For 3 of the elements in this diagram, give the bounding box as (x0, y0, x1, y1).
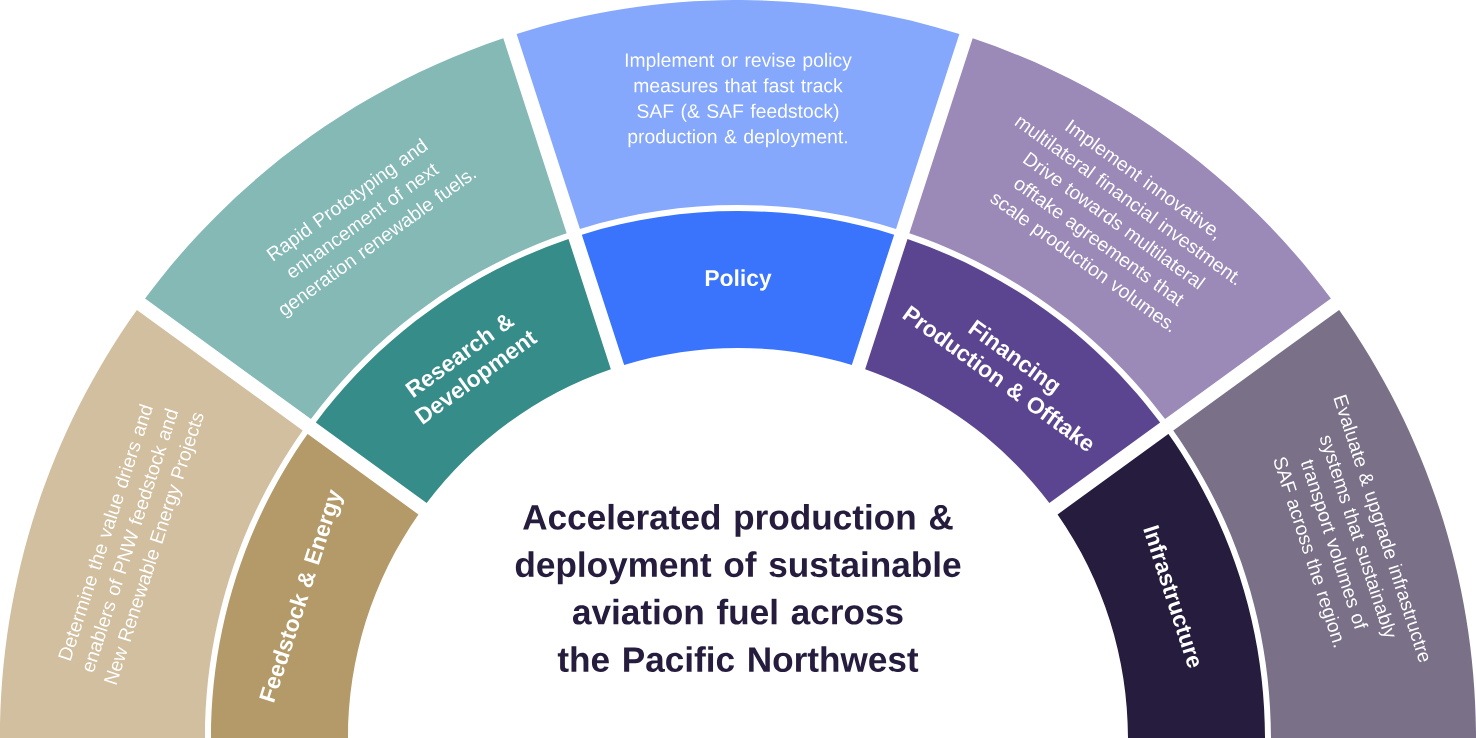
center-statement: Accelerated production & deployment of sustainable aviation fuel across the Pacific Northwest (515, 503, 961, 673)
category-segment: Policy (581, 211, 895, 365)
description-segment: Implement or revise policy measures that fast track SAF (& SAF feedstock) production & deployment. (516, 0, 960, 229)
